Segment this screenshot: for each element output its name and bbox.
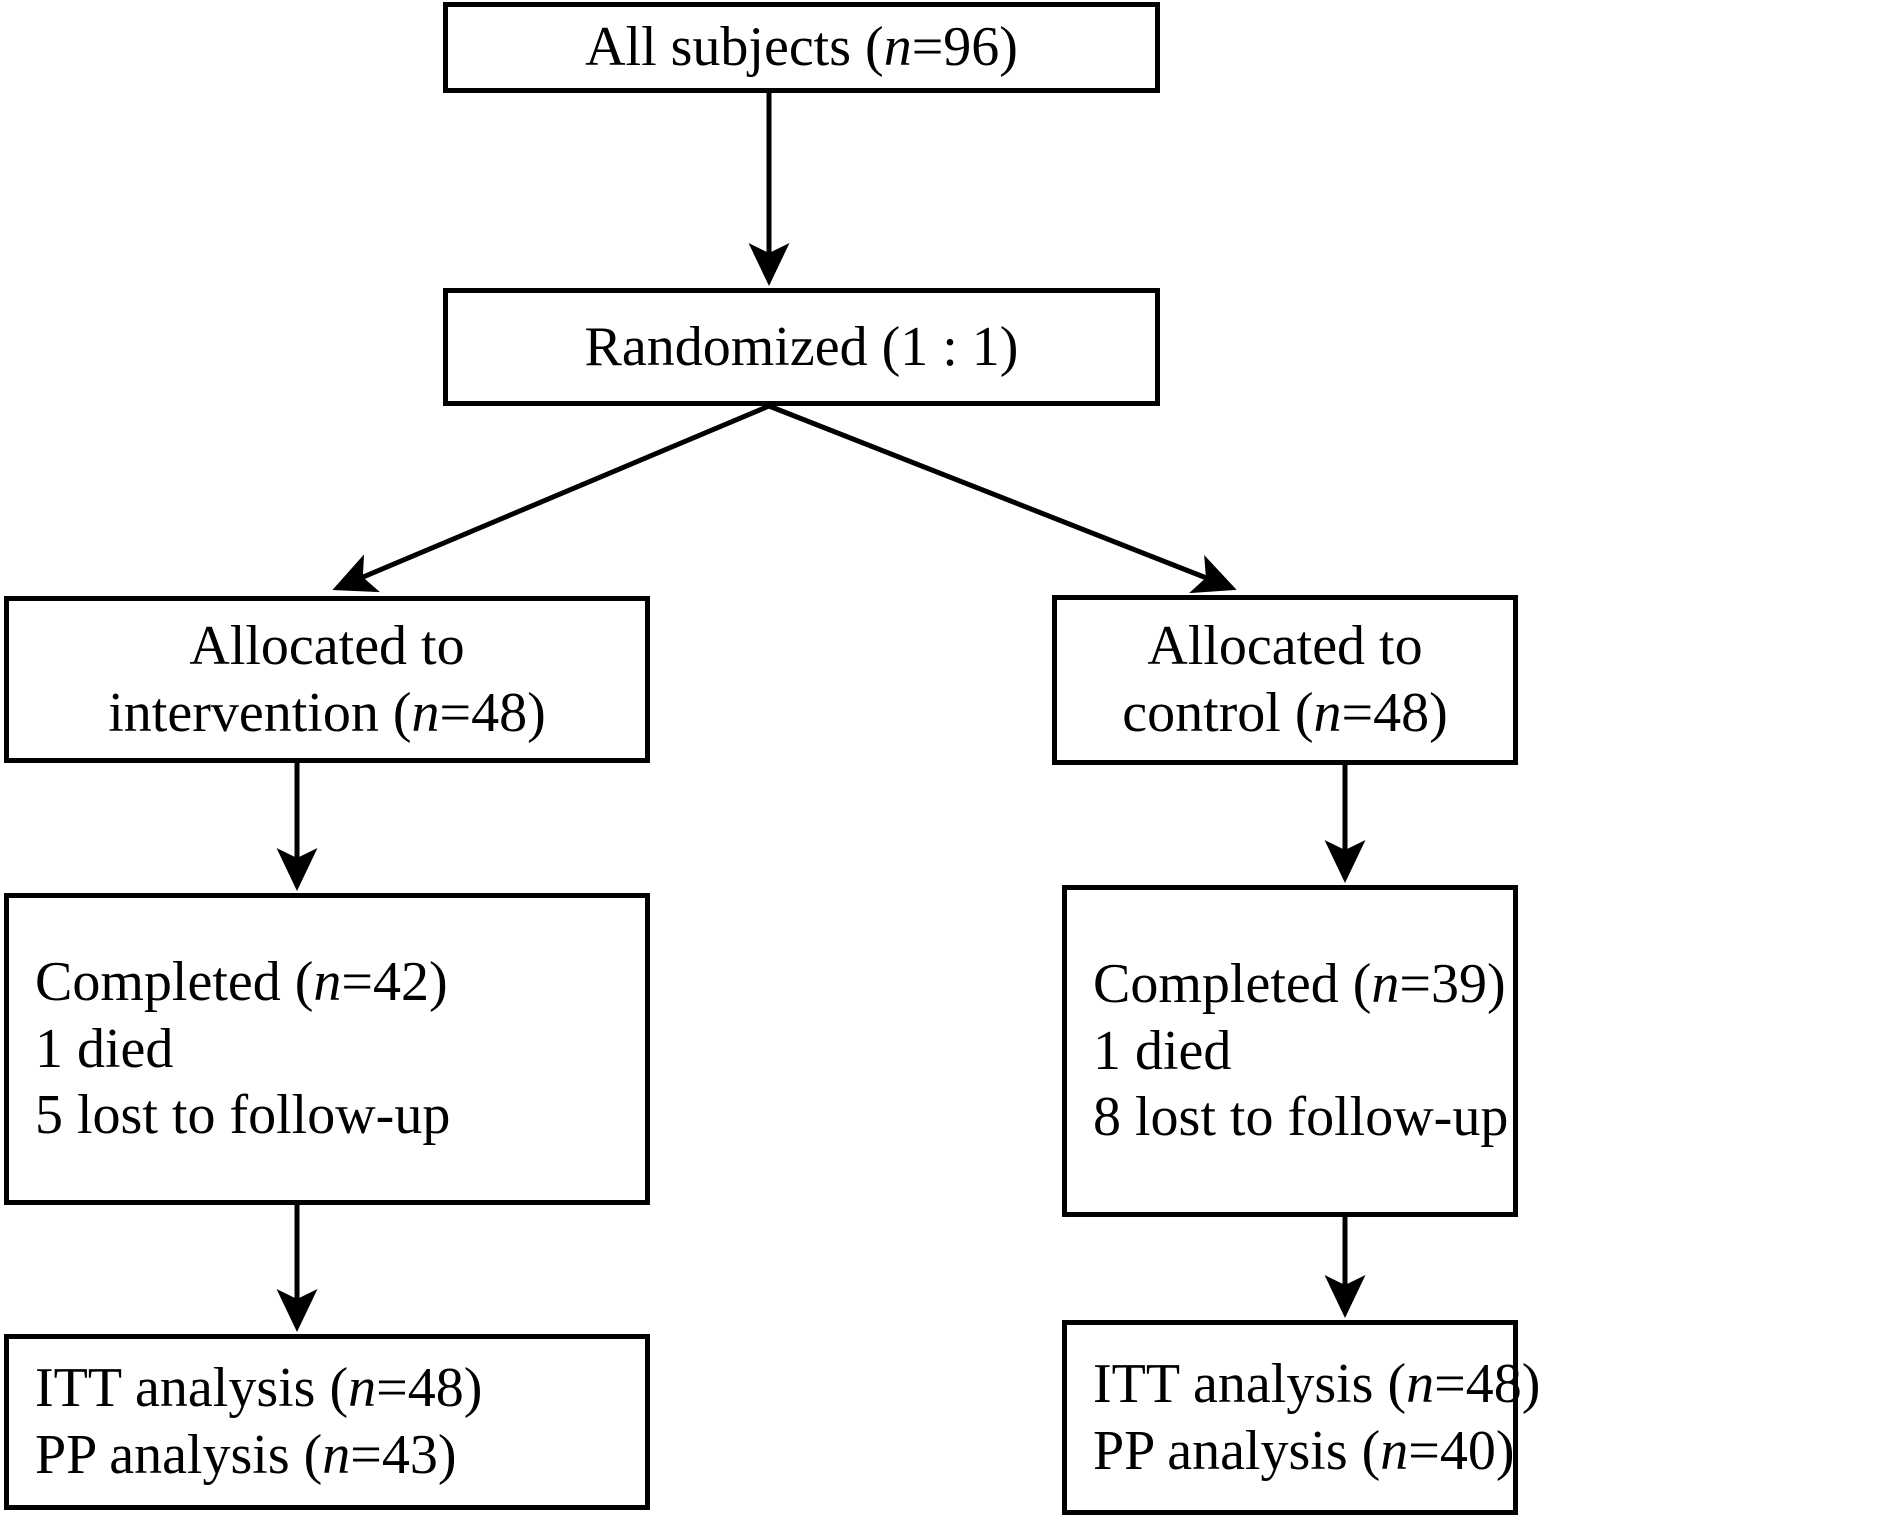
node-randomized: Randomized (1 : 1) [443,288,1160,406]
completed-control-died: 1 died [1093,1019,1232,1082]
analysis-control-pp: PP analysis (n=40) [1093,1419,1515,1482]
n-italic: n [1406,1352,1435,1415]
n-italic: n [1380,1419,1409,1482]
node-completed-control: Completed (n=39) 1 died 8 lost to follow… [1062,885,1518,1217]
alloc-intervention-line2: intervention (n=48) [108,681,546,744]
analysis-control-pp-count: 40 [1439,1419,1496,1482]
completed-control-lost: 8 lost to follow-up [1093,1086,1509,1149]
analysis-control-itt: ITT analysis (n=48) [1093,1352,1541,1415]
analysis-intervention-itt: ITT analysis (n=48) [35,1357,483,1420]
n-italic: n [883,16,912,79]
n-italic: n [348,1357,377,1420]
alloc-control-count: 48 [1373,682,1430,744]
node-completed-intervention: Completed (n=42) 1 died 5 lost to follow… [4,893,650,1205]
n-italic: n [1313,682,1342,744]
analysis-intervention-pp: PP analysis (n=43) [35,1424,457,1486]
node-allocated-control: Allocated to control (n=48) [1052,595,1518,765]
alloc-intervention-line1: Allocated to [189,614,465,677]
node-all-subjects: All subjects (n=96) [443,2,1160,93]
analysis-control-itt-count: 48 [1465,1352,1522,1415]
completed-intervention-line1: Completed (n=42) [35,951,448,1014]
completed-intervention-count: 42 [372,951,429,1014]
n-italic: n [322,1424,351,1486]
alloc-intervention-count: 48 [471,681,528,744]
completed-control-line1: Completed (n=39) [1093,953,1506,1016]
n-italic: n [313,951,342,1014]
completed-intervention-lost: 5 lost to follow-up [35,1084,451,1147]
arrow-randomized-to-alloc-control [768,403,1237,594]
completed-intervention-died: 1 died [35,1017,174,1080]
node-analysis-control: ITT analysis (n=48) PP analysis (n=40) [1062,1320,1540,1515]
arrow-randomized-to-alloc-intervention [332,403,770,593]
node-allocated-intervention: Allocated to intervention (n=48) [4,596,650,763]
n-italic: n [1371,953,1400,1016]
n-italic: n [411,681,440,744]
alloc-control-line2: control (n=48) [1122,682,1448,744]
analysis-intervention-itt-count: 48 [407,1357,464,1420]
completed-control-count: 39 [1430,953,1487,1016]
alloc-control-line1: Allocated to [1147,615,1423,678]
analysis-intervention-pp-count: 43 [381,1424,438,1486]
randomized-label: Randomized (1 : 1) [584,315,1019,378]
all-subjects-label: All subjects (n=96) [585,16,1018,79]
node-analysis-intervention: ITT analysis (n=48) PP analysis (n=43) [4,1334,650,1510]
all-subjects-count: 96 [943,16,1000,79]
